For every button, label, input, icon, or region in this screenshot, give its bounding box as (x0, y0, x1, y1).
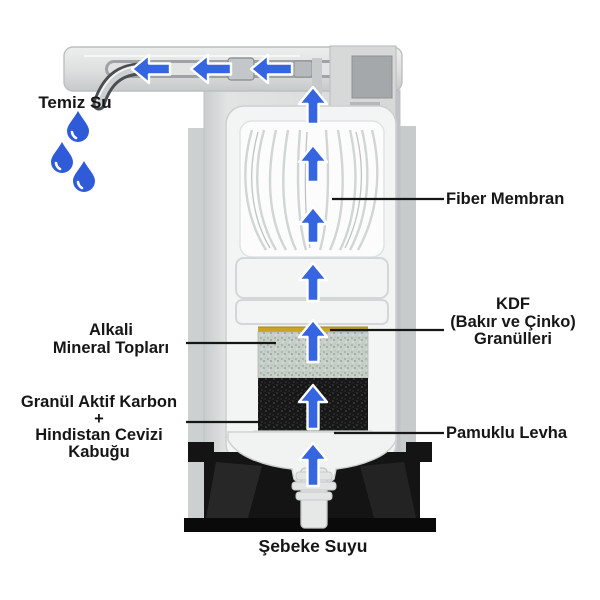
label-carbon-line3: Hindistan Cevizi (35, 426, 163, 444)
label-cotton-sheet: Pamuklu Levha (446, 424, 568, 442)
membrane-strands (244, 129, 379, 251)
label-kdf-line2: (Bakır ve Çinko) (450, 312, 576, 331)
flow-arrow-up-1 (297, 85, 329, 126)
water-drop-icon (73, 161, 95, 192)
label-carbon-line1: Granül Aktif Karbon (20, 393, 178, 411)
flow-arrow-up-6 (297, 383, 329, 431)
label-fiber-membrane: Fiber Membran (446, 190, 565, 208)
flow-arrow-up-7 (297, 441, 329, 488)
flow-arrow-left-3 (249, 53, 294, 85)
flow-arrow-up-5 (297, 318, 329, 364)
valve-block (351, 55, 393, 99)
label-alkali: Alkali Mineral Topları (36, 321, 186, 357)
water-drop-icon (67, 111, 89, 142)
label-clean-water: Temiz Su (38, 93, 112, 112)
flow-arrows (130, 53, 329, 488)
flow-arrow-up-4 (297, 261, 329, 303)
label-carbon-line4: Kabuğu (68, 442, 130, 461)
label-carbon: Granül Aktif Karbon + Hindistan Cevizi K… (10, 394, 188, 460)
label-kdf-line1: KDF (496, 295, 530, 313)
label-alkali-line1: Alkali (88, 321, 134, 339)
label-carbon-line2: + (94, 409, 104, 428)
fiber-membrane-layer (239, 120, 385, 258)
leader-lines (186, 197, 444, 435)
flow-arrow-up-3 (297, 205, 329, 245)
housing-right-wall (398, 126, 416, 520)
label-kdf: KDF (Bakır ve Çinko) Granülleri (437, 295, 589, 349)
label-alkali-line2: Mineral Topları (52, 338, 170, 357)
label-kdf-line3: Granülleri (474, 330, 552, 348)
flow-arrow-left-1 (130, 53, 172, 85)
water-drops (51, 111, 95, 192)
flow-arrow-up-2 (297, 143, 329, 184)
label-mains-water: Şebeke Suyu (258, 536, 368, 556)
water-drop-icon (51, 142, 73, 173)
flow-arrow-left-2 (189, 53, 233, 85)
